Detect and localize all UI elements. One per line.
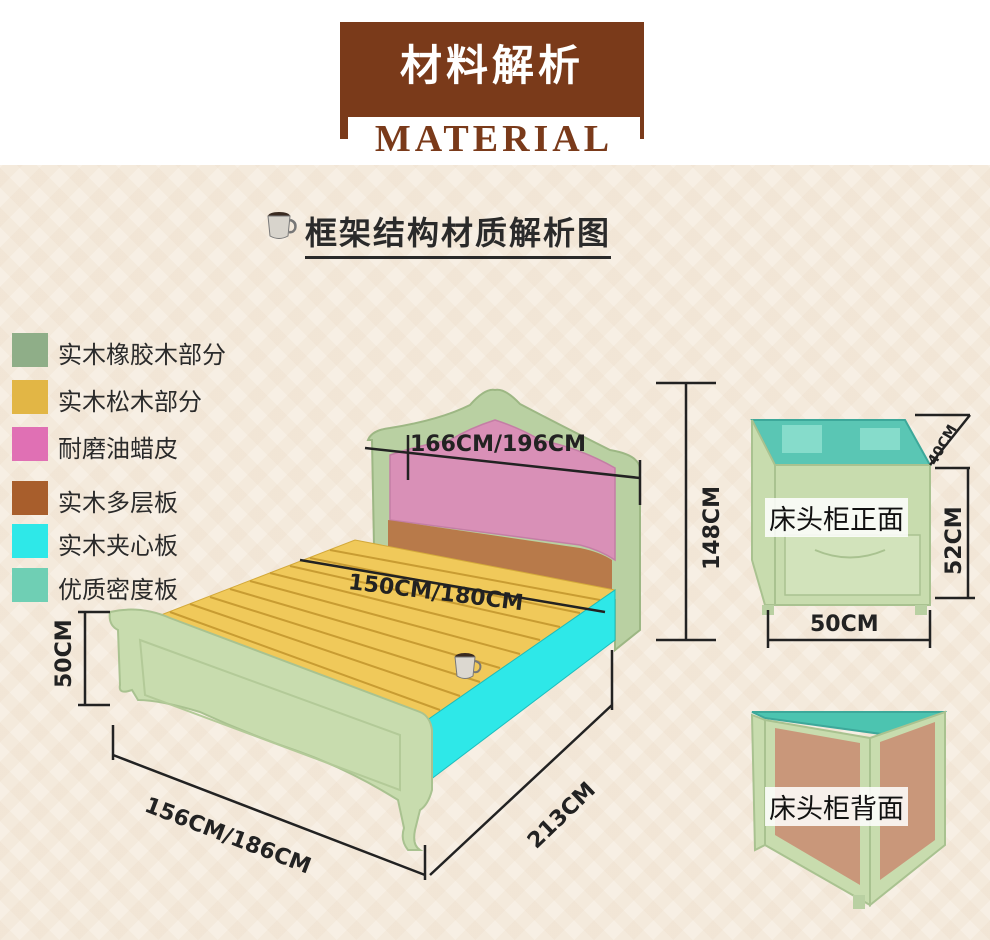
- legend-item: 实木多层板: [12, 481, 272, 517]
- side-height-label: 50CM: [52, 619, 77, 688]
- legend-swatch: [12, 481, 48, 515]
- headboard-width-label: 166CM/196CM: [410, 432, 586, 457]
- legend-label: 耐磨油蜡皮: [58, 435, 178, 463]
- coffee-mug-icon: [267, 212, 297, 239]
- legend-swatch: [12, 524, 48, 558]
- legend-label: 优质密度板: [58, 576, 178, 604]
- material-banner: 材料解析 MATERIAL: [340, 22, 644, 160]
- legend-swatch: [12, 568, 48, 602]
- cabinet-height-label: 52CM: [942, 506, 967, 575]
- banner-title-en: MATERIAL: [348, 117, 640, 160]
- legend-label: 实木夹心板: [58, 532, 178, 560]
- legend-item: 实木松木部分: [12, 380, 272, 416]
- legend-label: 实木多层板: [58, 489, 178, 517]
- legend-item: 耐磨油蜡皮: [12, 427, 272, 463]
- legend-swatch: [12, 427, 48, 461]
- legend-item: 优质密度板: [12, 568, 272, 604]
- nightstand-back-label: 床头柜背面: [765, 787, 908, 826]
- legend-label: 实木松木部分: [58, 388, 202, 416]
- subtitle: 框架结构材质解析图: [305, 208, 612, 259]
- legend-label: 实木橡胶木部分: [58, 341, 226, 369]
- legend-item: 实木橡胶木部分: [12, 333, 272, 369]
- banner-title-cn: 材料解析: [399, 41, 584, 90]
- cabinet-width-label: 50CM: [810, 612, 879, 637]
- legend-swatch: [12, 380, 48, 414]
- legend-swatch: [12, 333, 48, 367]
- legend-item: 实木夹心板: [12, 524, 272, 560]
- total-height-label: 148CM: [700, 486, 725, 570]
- nightstand-front-label: 床头柜正面: [765, 498, 908, 537]
